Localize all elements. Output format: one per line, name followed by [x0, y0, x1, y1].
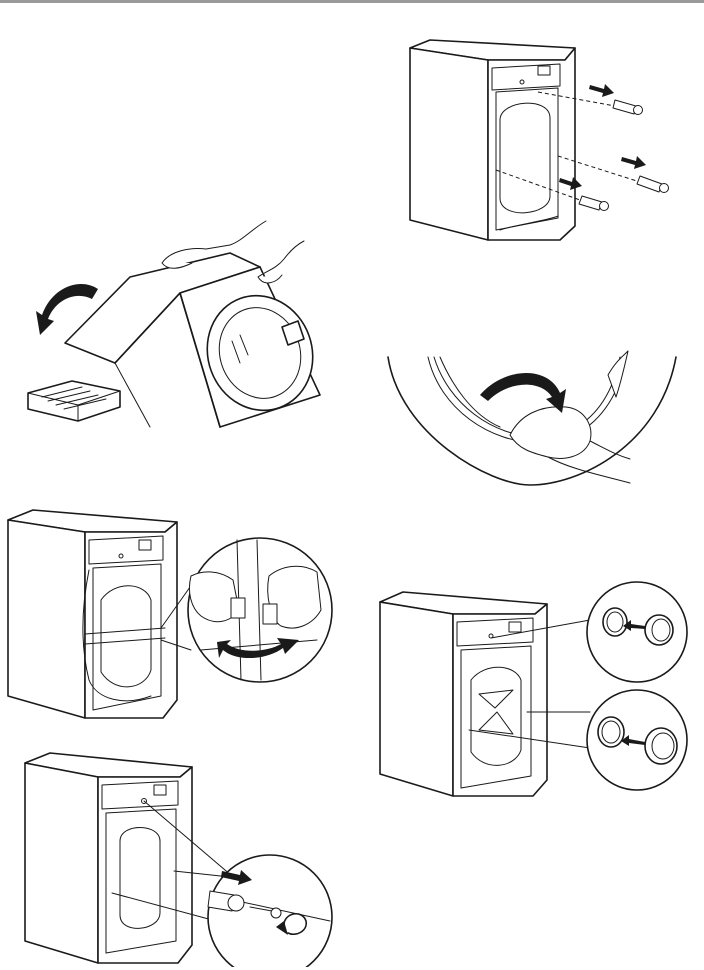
figure-release-hose-clamps [5, 500, 335, 725]
washing-machine-rear [410, 40, 575, 240]
figure-insert-hole-caps [375, 580, 695, 805]
hand-icon [510, 407, 630, 483]
figure-remove-rear-bolts [400, 30, 690, 250]
washing-machine-rear [8, 510, 177, 718]
polystyrene-base [28, 381, 120, 421]
figure-rotate-drum [380, 345, 680, 495]
washing-machine-rear [25, 753, 192, 963]
figure-remove-spacers [20, 745, 340, 967]
figure-tilt-machine [20, 215, 350, 435]
washing-machine-rear [380, 592, 547, 796]
top-rule [0, 0, 704, 3]
